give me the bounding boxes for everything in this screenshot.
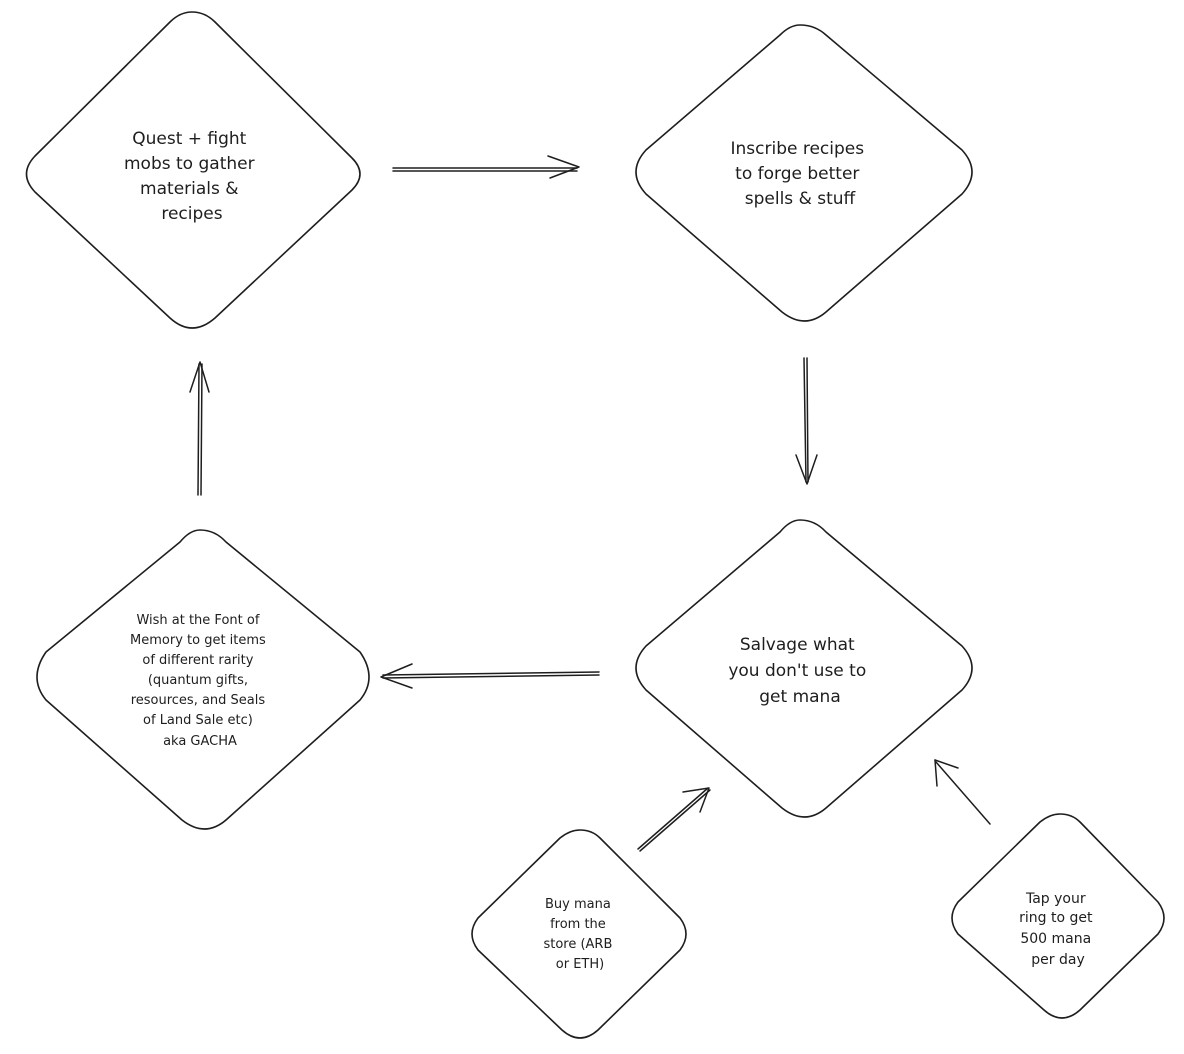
buy-mana-label: Buy mana from the store (ARB or ETH) xyxy=(543,897,616,972)
wish-label-line: of different rarity xyxy=(142,653,253,668)
arrow-salvage-to-wish xyxy=(380,663,600,689)
salvage-label-line: get mana xyxy=(759,687,841,707)
salvage-label-line: you don't use to xyxy=(728,661,866,681)
inscribe-diamond xyxy=(635,24,973,322)
arrow-wish-to-quest xyxy=(189,361,210,496)
salvage-diamond xyxy=(635,519,973,818)
buy-mana-label-line: or ETH) xyxy=(556,957,604,972)
tap-ring-diamond xyxy=(951,813,1165,1019)
quest-label-line: recipes xyxy=(161,204,222,224)
tap-ring-label: Tap your ring to get 500 mana per day xyxy=(1019,891,1097,968)
arrow-quest-to-inscribe xyxy=(392,155,580,179)
quest-label-line: mobs to gather xyxy=(124,154,255,174)
buy-mana-label-line: Buy mana xyxy=(545,897,611,912)
salvage-label: Salvage what you don't use to get mana xyxy=(728,635,871,707)
inscribe-label: Inscribe recipes to forge better spells … xyxy=(730,139,869,209)
wish-label-line: (quantum gifts, xyxy=(148,673,248,688)
tap-ring-label-line: Tap your xyxy=(1025,891,1086,907)
buy-mana-diamond xyxy=(471,829,687,1039)
wish-label-line: of Land Sale etc) xyxy=(143,713,253,728)
arrow-tap-ring-to-salvage xyxy=(934,759,991,825)
salvage-label-line: Salvage what xyxy=(740,635,855,655)
inscribe-label-line: to forge better xyxy=(735,164,859,184)
tap-ring-label-line: ring to get xyxy=(1019,910,1093,926)
arrow-buy-mana-to-salvage xyxy=(637,787,711,852)
wish-label: Wish at the Font of Memory to get items … xyxy=(130,613,270,749)
tap-ring-label-line: per day xyxy=(1031,952,1084,968)
tap-ring-label-line: 500 mana xyxy=(1020,931,1091,947)
wish-label-line: aka GACHA xyxy=(163,734,237,749)
quest-label: Quest + fight mobs to gather materials &… xyxy=(124,129,260,224)
wish-diamond xyxy=(36,529,370,830)
wish-label-line: Memory to get items xyxy=(130,633,266,648)
quest-label-line: Quest + fight xyxy=(132,129,246,149)
buy-mana-label-line: store (ARB xyxy=(543,937,612,952)
quest-diamond xyxy=(25,11,361,329)
quest-label-line: materials & xyxy=(140,179,238,199)
inscribe-label-line: spells & stuff xyxy=(745,189,857,209)
arrow-inscribe-to-salvage xyxy=(795,357,818,485)
wish-label-line: resources, and Seals xyxy=(131,693,266,708)
wish-label-line: Wish at the Font of xyxy=(136,613,259,628)
buy-mana-label-line: from the xyxy=(550,917,606,932)
inscribe-label-line: Inscribe recipes xyxy=(730,139,864,159)
